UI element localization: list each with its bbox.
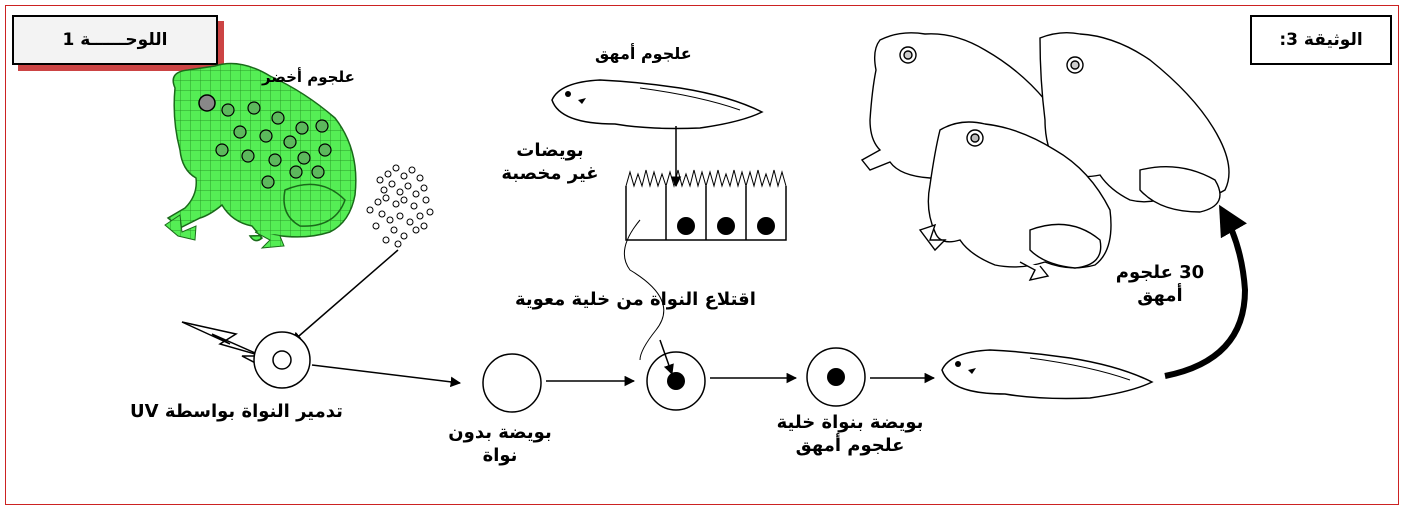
albino-toads-illustration (862, 33, 1229, 280)
result-count-label: 30 علجوم أمهق (1100, 262, 1220, 307)
green-toad-illustration (165, 64, 356, 248)
enucleated-egg-label: بويضة بدون نواة (440, 422, 560, 467)
enucleated-egg (483, 354, 541, 412)
albino-tadpole-label: علجوم أمهق (595, 44, 692, 64)
nucleated-egg-label: بويضة بنواة خلية علجوم أمهق (770, 412, 930, 457)
nucleus-extraction-label: اقتلاع النواة من خلية معوية (515, 289, 756, 312)
green-toad-label: علجوم أخضر (262, 68, 355, 87)
albino-tadpole-top (552, 80, 762, 129)
intestinal-cells (626, 170, 786, 240)
unfertilized-eggs-label: بويضات غير مخصبة (500, 140, 600, 185)
uv-destruction-label: تدمير النواة بواسطة UV (130, 401, 343, 424)
egg-cluster (367, 165, 433, 247)
albino-tadpole-bottom (942, 350, 1152, 399)
